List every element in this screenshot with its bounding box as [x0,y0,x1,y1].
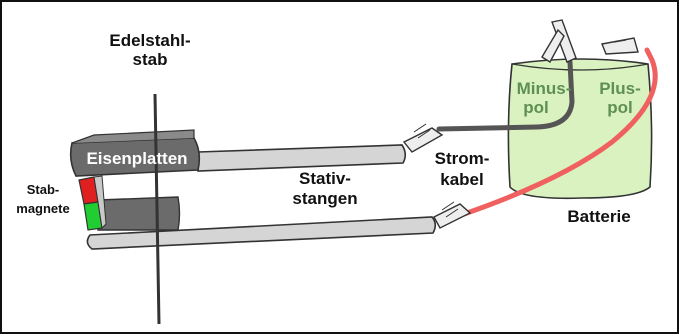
clip-minus-battery [541,19,577,63]
label-minus-line1: Minus- [517,79,572,98]
label-eisenplatten: Eisenplatten [86,149,187,168]
minus-cable [436,59,575,132]
upper-stand-rod [197,144,407,172]
label-strom-line1: Strom- [435,149,490,168]
label-stab-line1: Stab- [27,182,60,197]
clip-minus-rod [402,123,444,153]
label-edelstahl-line1: Edelstahl- [109,31,190,50]
label-strom-line2: kabel [440,170,483,189]
label-batterie: Batterie [567,207,630,226]
battery-top-rim [511,63,649,71]
label-edelstahl-line2: stab [133,50,168,69]
power-cables [436,47,658,217]
upper-iron-plate [69,129,201,177]
lower-stand-rod [86,216,437,250]
clip-plus-battery [601,37,639,55]
magnet-side-face [93,175,107,230]
label-minus-line2: pol [523,98,549,117]
label-stativ-line1: Stativ- [299,169,351,188]
label-stab-line2: magnete [16,201,69,216]
plus-cable [461,47,658,217]
stainless-steel-rod [153,93,161,325]
label-plus-line1: Plus- [599,79,641,98]
battery-body [507,58,653,200]
bar-magnets [78,175,107,231]
battery [507,58,653,200]
label-stativ-line2: stangen [292,189,357,208]
clip-plus-rod [433,201,472,229]
label-plus-line2: pol [607,98,633,117]
lower-iron-plate [97,196,181,231]
